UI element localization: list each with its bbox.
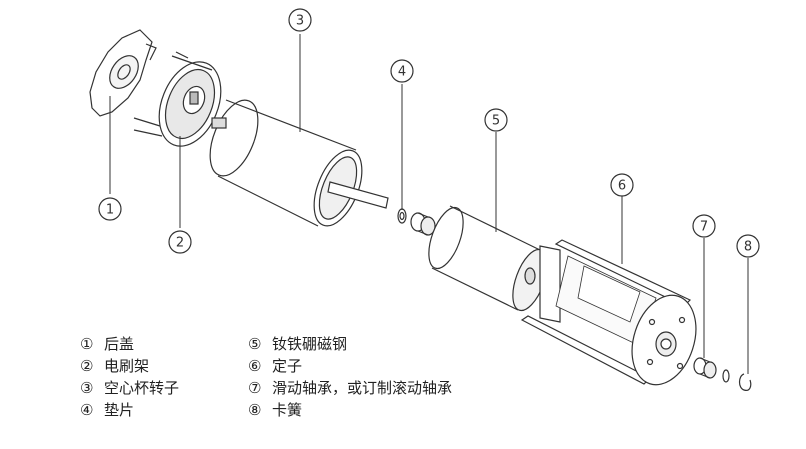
legend-item: ⑧ 卡簧 — [248, 399, 452, 421]
legend-mark: ④ — [80, 401, 94, 419]
svg-text:1: 1 — [106, 203, 114, 218]
legend-item: ③ 空心杯转子 — [80, 377, 179, 399]
legend-mark: ① — [80, 335, 94, 353]
stator-housing-part — [520, 239, 697, 386]
front-sleeve-part — [410, 212, 436, 236]
leader-lines — [109, 34, 749, 374]
legend-mark: ② — [80, 357, 94, 375]
svg-text:2: 2 — [176, 236, 184, 251]
svg-text:4: 4 — [398, 65, 406, 80]
legend-mark: ⑦ — [248, 379, 262, 397]
callout-7: 7 — [692, 214, 716, 238]
washer-part — [397, 208, 407, 224]
legend-label: 空心杯转子 — [104, 379, 180, 397]
legend-mark: ⑤ — [248, 335, 262, 353]
ndfeb-magnet-part — [428, 205, 548, 312]
legend-label: 卡簧 — [272, 401, 303, 419]
legend-item: ⑤ 钕铁硼磁钢 — [248, 333, 452, 355]
svg-text:7: 7 — [700, 220, 708, 235]
legend-right-column: ⑤ 钕铁硼磁钢 ⑥ 定子 ⑦ 滑动轴承，或订制滚动轴承 ⑧ 卡簧 — [248, 333, 452, 421]
legend-left-column: ① 后盖 ② 电刷架 ③ 空心杯转子 ④ 垫片 — [80, 333, 179, 421]
legend-item: ① 后盖 — [80, 333, 179, 355]
callout-2: 2 — [168, 230, 192, 254]
legend-item: ② 电刷架 — [80, 355, 179, 377]
callout-6: 6 — [610, 173, 634, 197]
legend-item: ⑥ 定子 — [248, 355, 452, 377]
legend-item: ⑦ 滑动轴承，或订制滚动轴承 — [248, 377, 452, 399]
callout-4: 4 — [390, 59, 414, 83]
legend-label: 后盖 — [104, 335, 135, 353]
svg-text:8: 8 — [744, 240, 752, 255]
legend-label: 电刷架 — [104, 357, 150, 375]
retaining-clip-part — [738, 373, 752, 391]
callout-1: 1 — [98, 197, 122, 221]
callout-5: 5 — [484, 108, 508, 132]
legend-label: 定子 — [272, 357, 303, 375]
legend-mark: ⑧ — [248, 401, 262, 419]
bearing-part — [693, 357, 730, 383]
legend-label: 钕铁硼磁钢 — [272, 335, 348, 353]
callout-3: 3 — [288, 8, 312, 32]
legend-label: 滑动轴承，或订制滚动轴承 — [272, 379, 453, 397]
legend-mark: ⑥ — [248, 357, 262, 375]
callout-8: 8 — [736, 234, 760, 258]
rear-cover-part — [89, 29, 157, 117]
svg-text:3: 3 — [296, 14, 304, 29]
legend-label: 垫片 — [104, 401, 135, 419]
brush-holder-part — [133, 51, 222, 147]
svg-text:6: 6 — [618, 179, 626, 194]
hollow-cup-rotor-part — [209, 99, 389, 227]
legend-mark: ③ — [80, 379, 94, 397]
svg-text:5: 5 — [492, 114, 500, 129]
legend-item: ④ 垫片 — [80, 399, 179, 421]
